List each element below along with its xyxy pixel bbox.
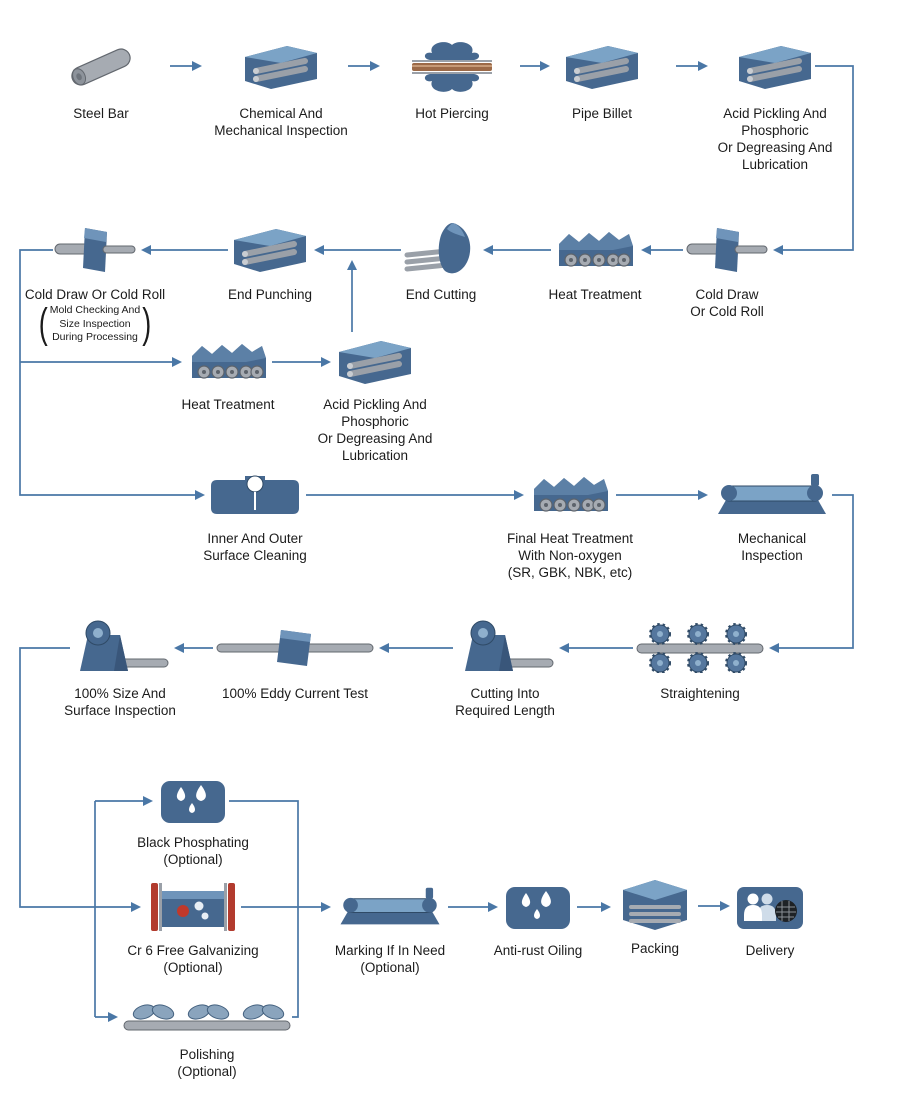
node-chemical-inspection: Chemical And Mechanical Inspection xyxy=(186,34,376,139)
node-label: Polishing (Optional) xyxy=(177,1047,237,1080)
node-label: Packing xyxy=(630,941,680,956)
packing-crate-icon xyxy=(615,873,695,935)
pipes-box-icon xyxy=(735,34,815,100)
node-cutting-to-length: Cutting Into Required Length xyxy=(425,616,585,719)
surface-cleaner-icon xyxy=(209,465,301,525)
node-cold-draw-right: Cold Draw Or Cold Roll xyxy=(662,219,792,320)
polishing-rollers-icon xyxy=(122,995,292,1041)
node-straightening: Straightening xyxy=(620,616,780,702)
node-label: Steel Bar xyxy=(73,106,129,121)
close-paren: ) xyxy=(142,300,152,348)
delivery-icon xyxy=(734,877,806,937)
draw-plate-icon xyxy=(53,219,137,281)
cold-draw-note: ( Mold Checking And Size Inspection Duri… xyxy=(38,300,152,348)
node-black-phosphating: Black Phosphating (Optional) xyxy=(108,773,278,868)
arrow xyxy=(769,494,854,653)
pipes-box-icon xyxy=(230,219,310,281)
node-steel-bar: Steel Bar xyxy=(26,34,176,122)
hot-piercing-icon xyxy=(410,34,494,100)
cutting-machine-icon xyxy=(455,616,555,680)
pipes-box-icon xyxy=(335,333,415,391)
pipes-box-icon xyxy=(562,34,642,100)
node-label: Marking If In Need (Optional) xyxy=(334,943,446,976)
gear-rollers-icon xyxy=(635,616,765,680)
open-paren: ( xyxy=(38,300,48,348)
liquid-drops-icon xyxy=(157,773,229,829)
node-label: End Punching xyxy=(227,287,313,302)
cutting-machine-icon xyxy=(70,616,170,680)
node-label: End Cutting xyxy=(405,287,477,302)
galvanizing-bath-icon xyxy=(145,877,241,937)
node-packing: Packing xyxy=(595,873,715,957)
node-marking: Marking If In Need (Optional) xyxy=(305,877,475,976)
node-label: Cold Draw Or Cold Roll xyxy=(24,287,166,302)
node-surface-cleaning: Inner And Outer Surface Cleaning xyxy=(165,465,345,564)
node-label: Delivery xyxy=(745,943,795,958)
node-label: Cutting Into Required Length xyxy=(455,686,555,719)
node-size-surface-inspection: 100% Size And Surface Inspection xyxy=(40,616,200,719)
draw-plate-icon xyxy=(685,219,769,281)
arrow xyxy=(19,647,141,912)
node-label: Chemical And Mechanical Inspection xyxy=(214,106,348,139)
node-acid-pickling-2: Acid Pickling And Phosphoric Or Degreasi… xyxy=(290,333,460,465)
node-galvanizing: Cr 6 Free Galvanizing (Optional) xyxy=(103,877,283,976)
node-label: 100% Eddy Current Test xyxy=(221,686,369,701)
node-label: 100% Size And Surface Inspection xyxy=(64,686,176,719)
node-label: Black Phosphating (Optional) xyxy=(137,835,249,868)
steel-bar-icon xyxy=(65,34,137,100)
node-label: Inner And Outer Surface Cleaning xyxy=(203,531,307,564)
node-end-punching: End Punching xyxy=(195,219,345,303)
cutting-blade-icon xyxy=(403,219,479,281)
roller-machine-icon xyxy=(335,877,445,937)
node-label: Mechanical Inspection xyxy=(737,531,807,564)
node-polishing: Polishing (Optional) xyxy=(122,995,292,1080)
node-mechanical-inspection: Mechanical Inspection xyxy=(692,465,852,564)
node-label: Cold Draw Or Cold Roll xyxy=(690,287,764,320)
note-text: Mold Checking And Size Inspection During… xyxy=(49,304,141,344)
node-anti-rust-oiling: Anti-rust Oiling xyxy=(463,877,613,959)
connector xyxy=(229,800,299,1018)
node-heat-treatment-1: Heat Treatment xyxy=(520,219,670,303)
arrow xyxy=(19,249,205,500)
coil-box-icon xyxy=(528,465,612,525)
liquid-drops-icon xyxy=(502,877,574,937)
node-label: Acid Pickling And Phosphoric Or Degreasi… xyxy=(717,106,833,173)
arrow xyxy=(773,65,854,255)
roller-machine-icon xyxy=(712,465,832,525)
pipes-box-icon xyxy=(241,34,321,100)
node-eddy-current-test: 100% Eddy Current Test xyxy=(200,616,390,702)
node-end-cutting: End Cutting xyxy=(376,219,506,303)
node-delivery: Delivery xyxy=(705,877,835,959)
coil-box-icon xyxy=(186,333,270,391)
node-label: Hot Piercing xyxy=(415,106,489,121)
node-label: Heat Treatment xyxy=(548,287,642,302)
node-label: Straightening xyxy=(660,686,740,701)
node-hot-piercing: Hot Piercing xyxy=(377,34,527,122)
node-label: Cr 6 Free Galvanizing (Optional) xyxy=(127,943,259,976)
node-cold-draw-left: Cold Draw Or Cold Roll ( Mold Checking A… xyxy=(10,219,180,345)
node-label: Pipe Billet xyxy=(571,106,633,121)
node-heat-treatment-2: Heat Treatment xyxy=(153,333,303,413)
node-final-heat-treatment: Final Heat Treatment With Non-oxygen (SR… xyxy=(475,465,665,581)
node-acid-pickling-1: Acid Pickling And Phosphoric Or Degreasi… xyxy=(690,34,860,174)
coil-box-icon xyxy=(553,219,637,281)
node-label: Acid Pickling And Phosphoric Or Degreasi… xyxy=(317,397,433,464)
node-label: Anti-rust Oiling xyxy=(493,943,583,958)
node-label: Heat Treatment xyxy=(181,397,275,412)
eddy-test-icon xyxy=(215,616,375,680)
node-label: Final Heat Treatment With Non-oxygen (SR… xyxy=(506,531,634,581)
node-pipe-billet: Pipe Billet xyxy=(527,34,677,122)
